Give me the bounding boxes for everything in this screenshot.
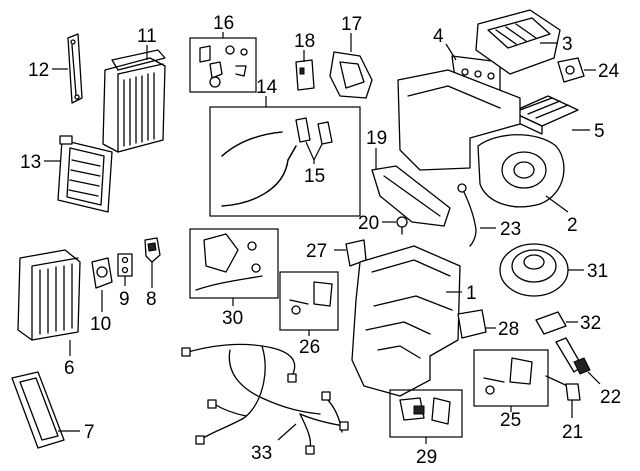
part-23-tube (457, 183, 477, 247)
part-17-gasket (329, 51, 373, 99)
callout-9: 9 (119, 289, 130, 310)
part-24-actuator (557, 57, 585, 83)
callout-17: 17 (341, 14, 362, 35)
part-26-sensor (289, 281, 333, 315)
part-25-sensor (483, 357, 533, 395)
part-32-module (535, 311, 567, 335)
part-28-resistor (457, 309, 487, 339)
callout-10: 10 (90, 314, 111, 335)
callout-8: 8 (146, 289, 157, 310)
callout-labels: 12 11 13 16 18 17 14 15 4 3 24 5 19 2 20… (20, 13, 621, 468)
part-14-hoses (221, 131, 297, 207)
part-21-sensor (545, 375, 581, 401)
callout-14: 14 (256, 77, 278, 98)
callout-30: 30 (222, 308, 243, 329)
part-16-hardware (199, 45, 248, 88)
part-2-hvac-upper-case (397, 69, 565, 208)
part-8-clip (144, 237, 161, 263)
callout-13: 13 (20, 152, 41, 173)
part-3-upper-housing (475, 9, 561, 75)
part-5-cabin-filter (511, 95, 579, 135)
part-7-seal (11, 371, 65, 449)
part-20-fastener (396, 216, 408, 235)
callout-25: 25 (500, 410, 521, 431)
part-6-filter-housing (17, 249, 81, 341)
part-19-duct (371, 165, 451, 227)
callout-19: 19 (366, 128, 387, 149)
callout-7: 7 (84, 422, 95, 443)
part-18-connector (295, 59, 315, 91)
part-15-fittings (295, 117, 333, 145)
callout-5: 5 (594, 121, 605, 142)
callout-28: 28 (498, 319, 519, 340)
part-22-sensor (555, 337, 591, 375)
callout-21: 21 (562, 422, 583, 443)
kit-14-box (209, 106, 361, 217)
callout-22: 22 (600, 387, 621, 408)
callout-11: 11 (137, 26, 157, 47)
callout-12: 12 (28, 60, 49, 81)
callout-26: 26 (299, 337, 320, 358)
callout-29: 29 (416, 447, 437, 468)
callout-23: 23 (500, 219, 521, 240)
part-31-blower-motor (499, 243, 569, 297)
callout-2: 2 (567, 215, 578, 236)
callout-24: 24 (598, 61, 620, 82)
callout-3: 3 (562, 34, 573, 55)
part-13-heater-core (57, 135, 113, 213)
part-1-hvac-lower-case (351, 245, 461, 397)
callout-18: 18 (294, 31, 315, 52)
kit-29-box (389, 389, 463, 438)
callout-6: 6 (64, 358, 75, 379)
callout-32: 32 (580, 313, 601, 334)
part-33-wiring-harness (181, 343, 349, 455)
callout-31: 31 (587, 261, 608, 282)
part-29-connector (399, 397, 451, 425)
callout-1: 1 (466, 283, 477, 304)
kit-30-box (189, 228, 279, 299)
part-10-actuator (91, 257, 113, 289)
part-11-evaporator (102, 49, 166, 153)
callout-16: 16 (213, 13, 234, 34)
part-12-bracket (67, 33, 83, 104)
callout-4: 4 (433, 26, 444, 47)
part-9-sensor (117, 253, 133, 277)
callout-27: 27 (306, 241, 327, 262)
callout-33: 33 (251, 443, 272, 464)
callout-20: 20 (358, 213, 379, 234)
part-30-linkage (195, 233, 263, 291)
callout-15: 15 (304, 166, 325, 187)
leader-lines (44, 32, 601, 444)
kit-16-box (189, 37, 257, 93)
